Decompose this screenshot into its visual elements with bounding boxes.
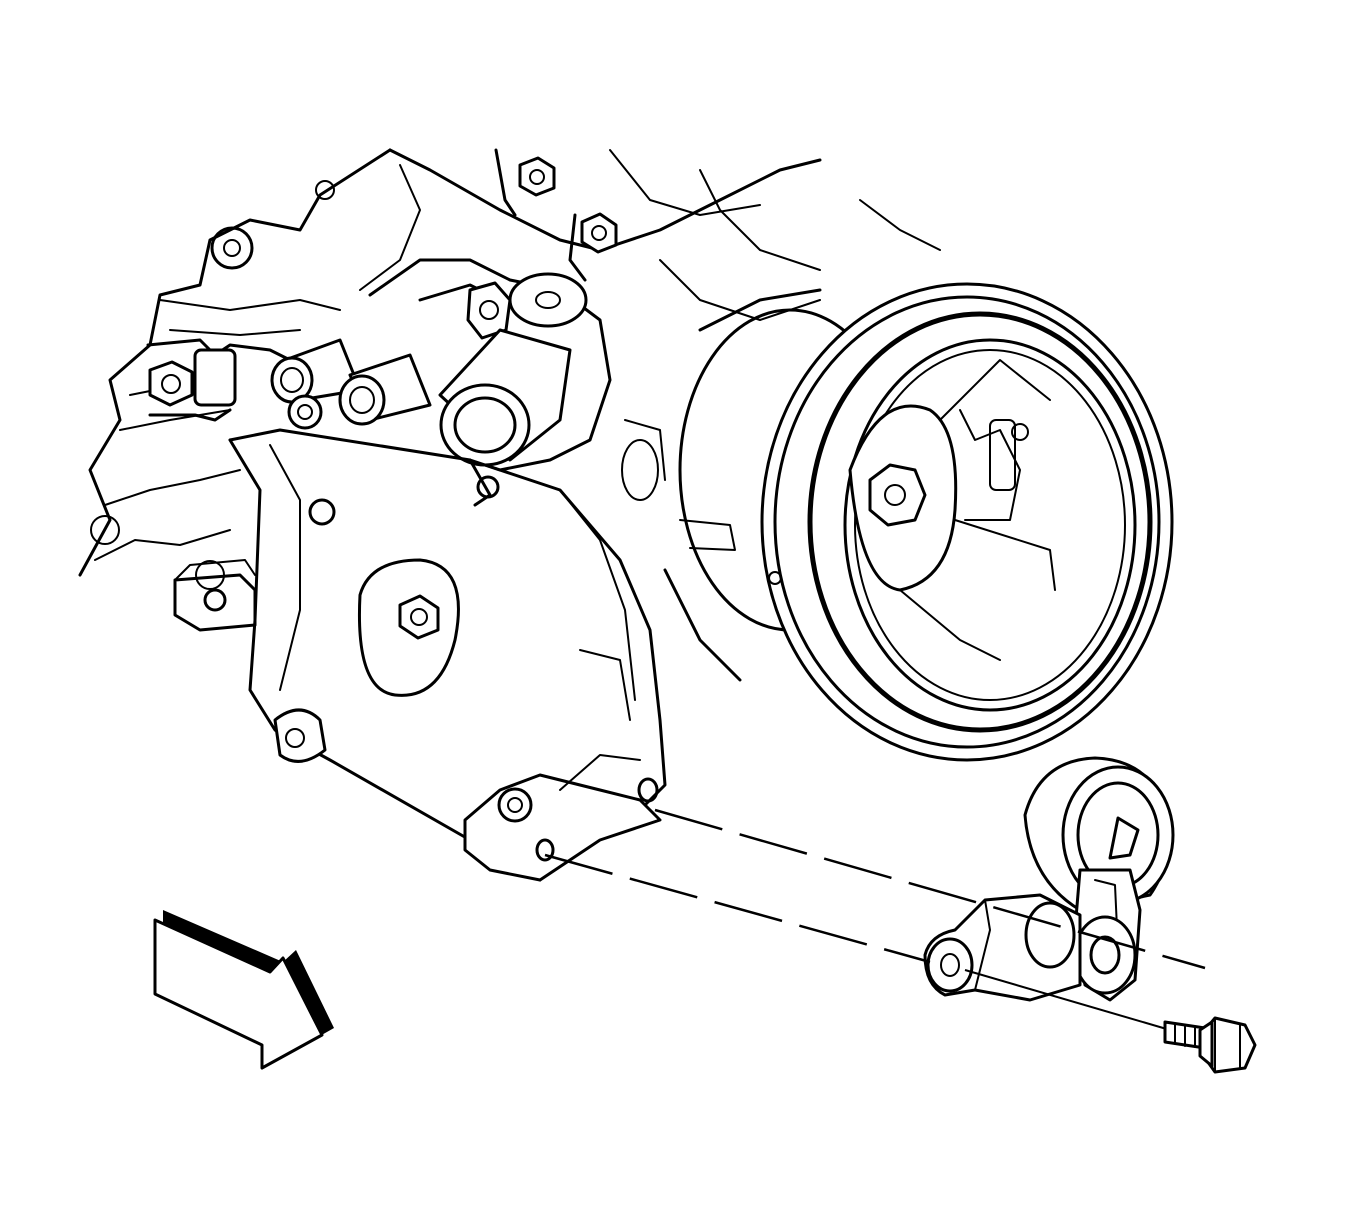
crankshaft-balancer [663,282,1174,762]
top-bolts [494,148,618,282]
front-cover [228,419,667,882]
bolt-icon [1163,1016,1257,1074]
thermostat-housing [270,258,612,507]
direction-arrow-icon [153,910,334,1070]
alignment-lines [544,808,1206,1031]
tensioner-assembly [923,756,1175,1002]
